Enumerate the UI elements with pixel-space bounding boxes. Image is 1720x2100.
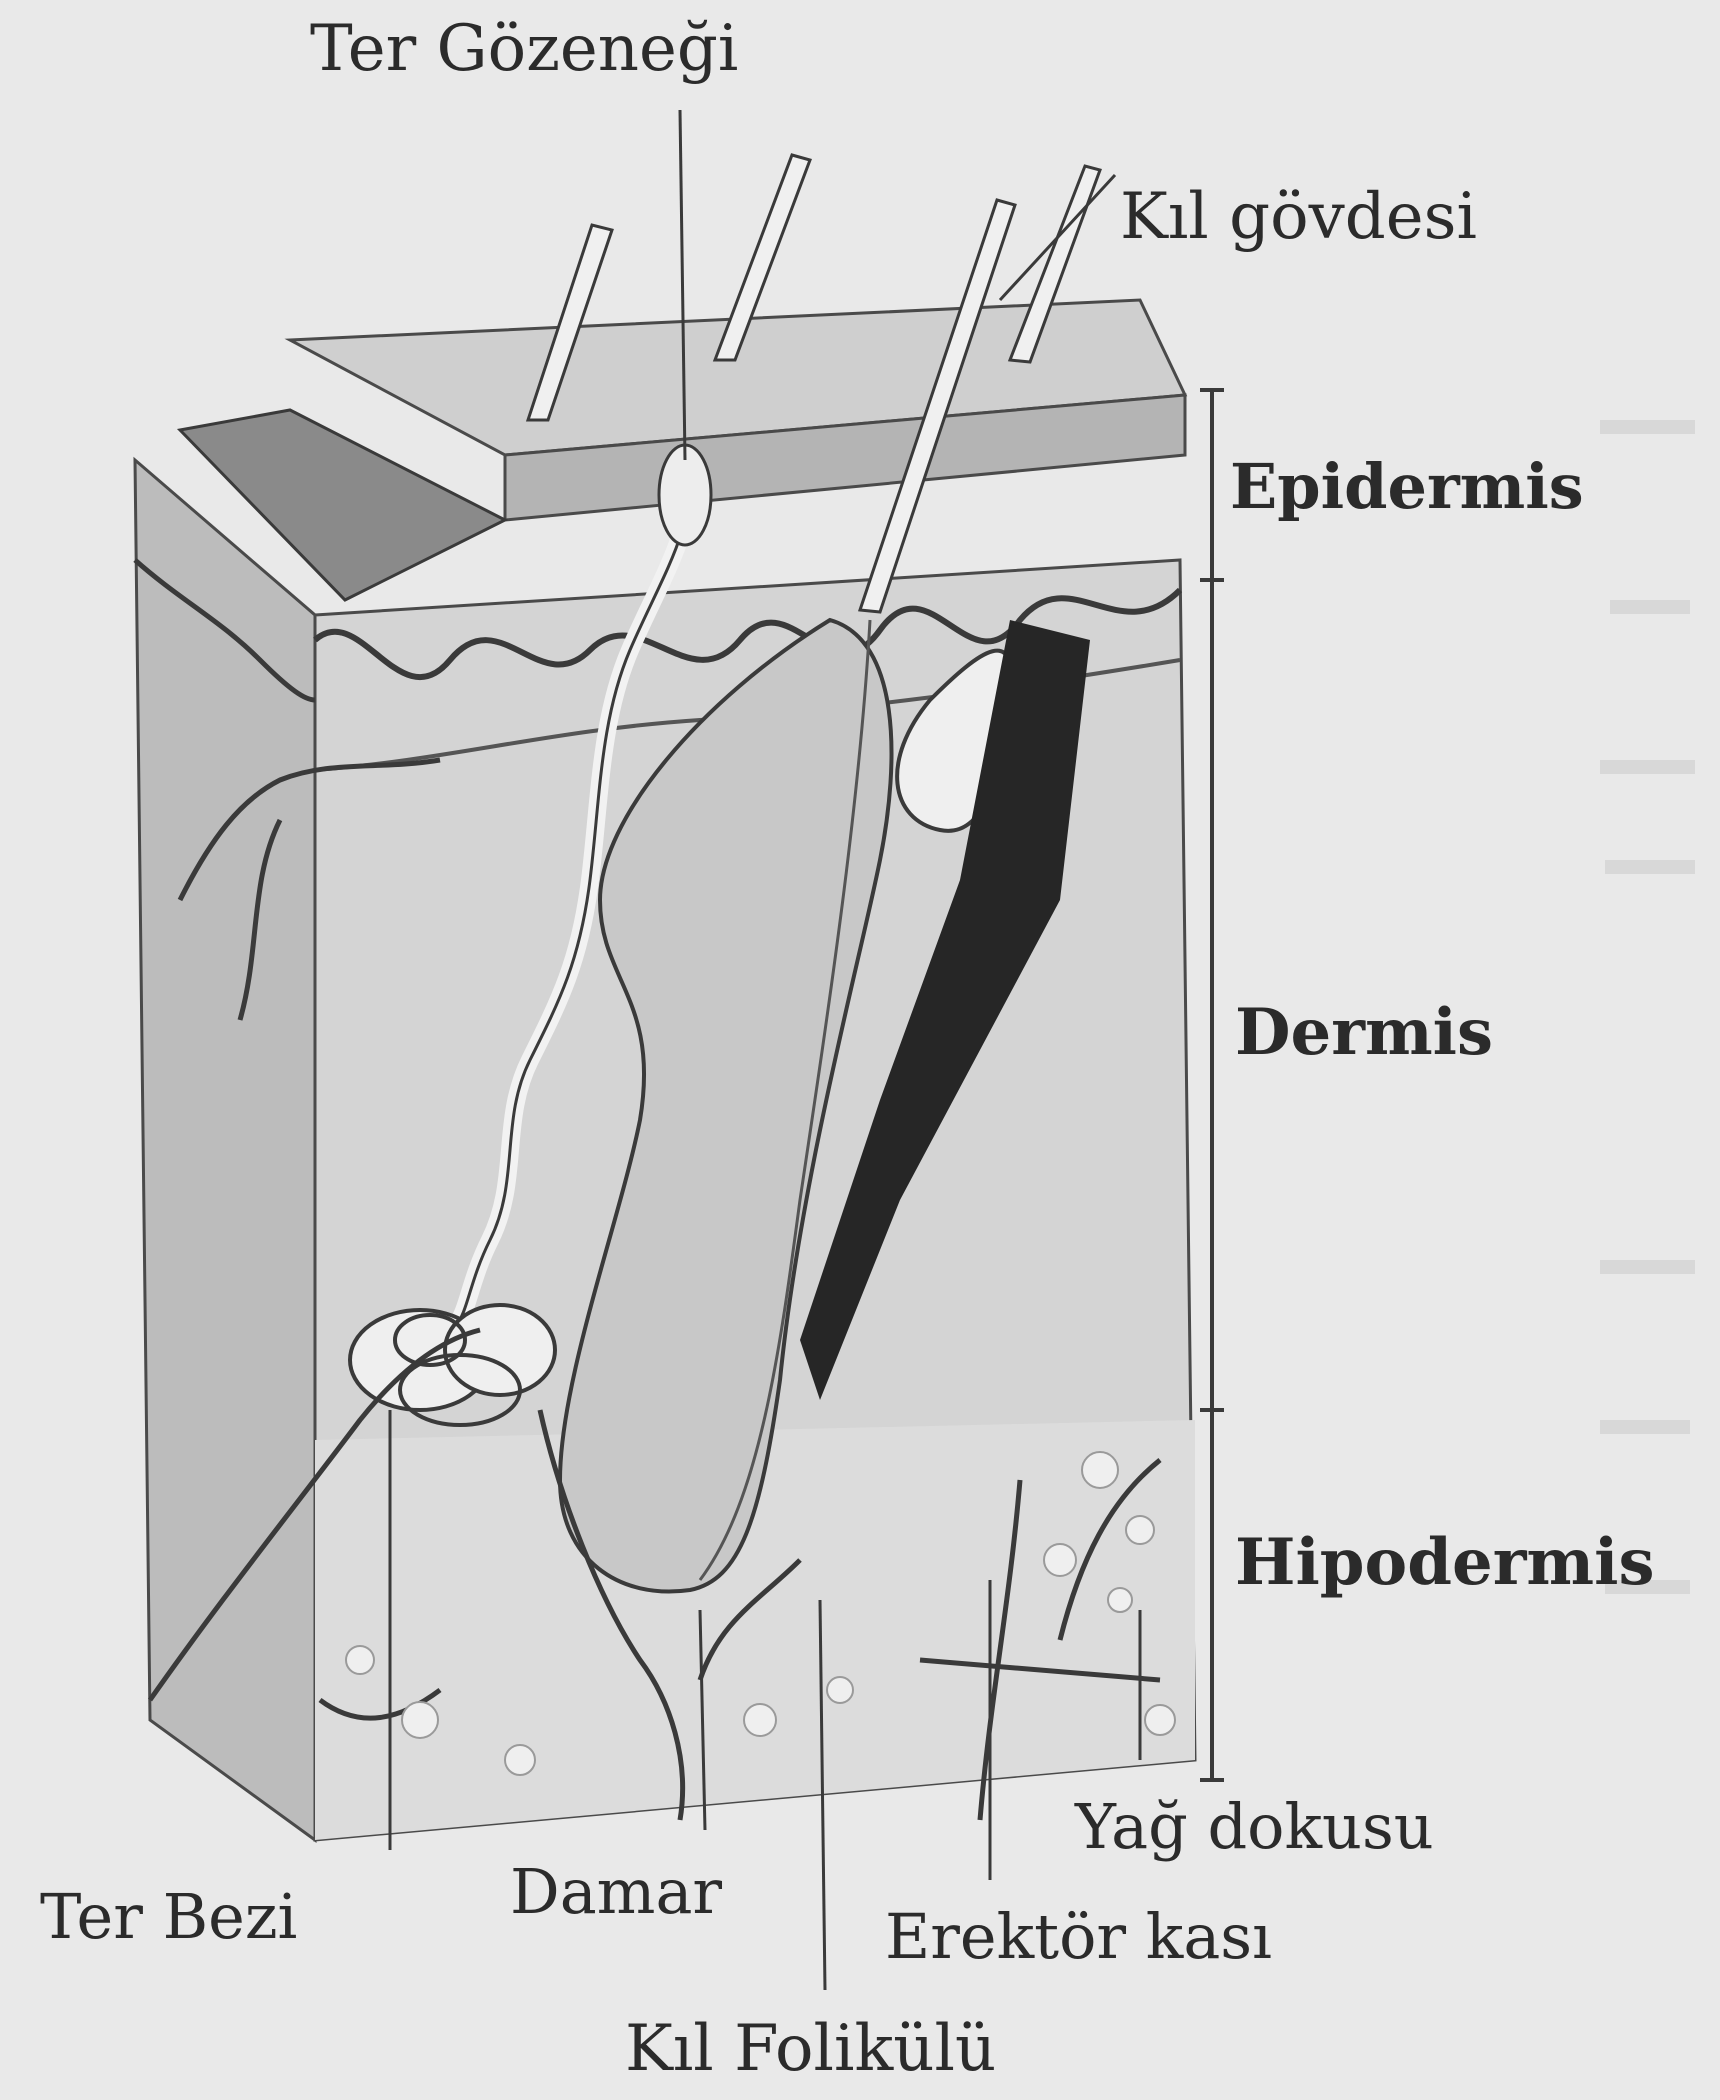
- label-fat-tissue: Yağ dokusu: [1075, 1790, 1434, 1863]
- label-hypodermis: Hipodermis: [1235, 1525, 1654, 1600]
- label-erector-muscle: Erektör kası: [885, 1900, 1272, 1973]
- label-dermis: Dermis: [1235, 995, 1493, 1070]
- layer-bracket: [1200, 390, 1224, 1780]
- label-vessel: Damar: [510, 1855, 722, 1928]
- label-hair-shaft: Kıl gövdesi: [1120, 180, 1477, 254]
- label-epidermis: Epidermis: [1230, 450, 1584, 523]
- label-sweat-pore: Ter Gözeneği: [310, 12, 738, 86]
- label-sweat-gland: Ter Bezi: [40, 1880, 297, 1953]
- label-hair-follicle: Kıl Folikülü: [625, 2012, 996, 2086]
- background-bleed-through: [1600, 420, 1695, 1594]
- block-left-face: [135, 460, 315, 1840]
